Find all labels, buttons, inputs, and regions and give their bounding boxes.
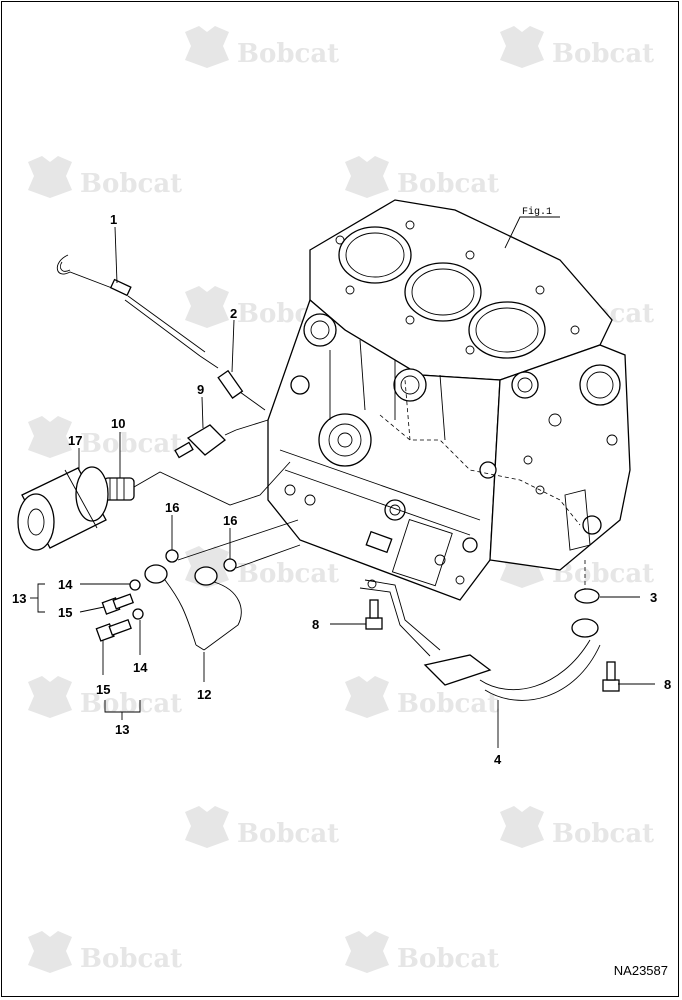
bobcat-wordmark: Bobcat: [397, 689, 499, 719]
bobcat-watermark: Bobcat: [345, 676, 499, 719]
callout-12: 12: [197, 687, 211, 702]
callout-16-lower: 16: [223, 513, 237, 528]
bobcat-wordmark: Bobcat: [237, 559, 339, 589]
bobcat-logo-icon: [185, 26, 229, 68]
bobcat-watermark: Bobcat: [28, 156, 182, 199]
bobcat-logo-icon: [185, 806, 229, 848]
bobcat-logo-icon: [28, 931, 72, 973]
bobcat-logo-icon: [185, 286, 229, 328]
bolt-8-left: [365, 599, 383, 630]
dipstick: [56, 254, 219, 369]
bobcat-logo-icon: [345, 676, 389, 718]
bolt-8-right: [602, 661, 620, 692]
bobcat-watermark: Bobcat: [28, 931, 182, 974]
callout-17: 17: [68, 433, 82, 448]
o-ring: [574, 588, 600, 604]
document-id: NA23587: [613, 963, 668, 978]
callout-10: 10: [111, 416, 125, 431]
callout-9: 9: [197, 382, 204, 397]
bobcat-watermark: Bobcat: [28, 676, 182, 719]
bobcat-wordmark: Bobcat: [397, 169, 499, 199]
callout-15-upper: 15: [58, 605, 72, 620]
callout-1: 1: [110, 212, 117, 227]
bobcat-logo-icon: [500, 26, 544, 68]
bobcat-wordmark: Bobcat: [237, 819, 339, 849]
figure-reference: Fig.1: [522, 206, 552, 218]
bobcat-logo-icon: [28, 156, 72, 198]
bobcat-wordmark: Bobcat: [237, 39, 339, 69]
bobcat-watermark: Bobcat: [500, 546, 654, 589]
bobcat-wordmark: Bobcat: [552, 39, 654, 69]
bobcat-logo-icon: [28, 676, 72, 718]
banjo-bolt-15-upper: [101, 593, 135, 615]
bobcat-watermark: Bobcat: [500, 26, 654, 69]
bobcat-wordmark: Bobcat: [552, 559, 654, 589]
callout-3: 3: [650, 590, 657, 605]
bobcat-wordmark: Bobcat: [80, 169, 182, 199]
bobcat-wordmark: Bobcat: [80, 944, 182, 974]
oil-pipe: [144, 564, 242, 651]
oil-pressure-switch: [174, 424, 237, 459]
bobcat-wordmark: Bobcat: [80, 429, 182, 459]
leader-lines: [30, 216, 655, 748]
callout-8-right: 8: [664, 677, 671, 692]
callout-13-bottom: 13: [115, 722, 129, 737]
oil-filter: [17, 466, 109, 551]
bobcat-logo-icon: [345, 156, 389, 198]
bobcat-wordmark: Bobcat: [552, 819, 654, 849]
washer-14-upper: [129, 579, 141, 591]
oil-strainer: [359, 579, 601, 701]
bobcat-watermark: Bobcat: [500, 806, 654, 849]
bobcat-watermark: Bobcat: [345, 156, 499, 199]
hidden-lines: [379, 379, 586, 600]
washer-16-lower: [223, 558, 237, 572]
bobcat-watermark: Bobcat: [185, 26, 339, 69]
banjo-bolt-15-lower: [95, 618, 132, 642]
callout-2: 2: [230, 306, 237, 321]
bobcat-logo-icon: [345, 931, 389, 973]
bobcat-wordmark: Bobcat: [397, 944, 499, 974]
engine-block: [267, 199, 631, 601]
filter-fitting: [103, 477, 135, 501]
bobcat-wordmark: Bobcat: [80, 689, 182, 719]
bobcat-logo-icon: [28, 416, 72, 458]
callout-4: 4: [494, 752, 502, 767]
bobcat-logo-icon: [500, 806, 544, 848]
washer-14-lower: [132, 608, 144, 620]
callout-15-lower: 15: [96, 682, 110, 697]
callout-14-upper: 14: [58, 577, 73, 592]
callout-8-left: 8: [312, 617, 319, 632]
bobcat-watermark: Bobcat: [345, 931, 499, 974]
dipstick-guide-tube: [217, 369, 266, 411]
callout-16-upper: 16: [165, 500, 179, 515]
bobcat-watermark: Bobcat: [185, 806, 339, 849]
callout-14-lower: 14: [133, 660, 148, 675]
bobcat-watermark: Bobcat: [28, 416, 182, 459]
callout-13-left: 13: [12, 591, 26, 606]
washer-16-upper: [165, 549, 179, 563]
